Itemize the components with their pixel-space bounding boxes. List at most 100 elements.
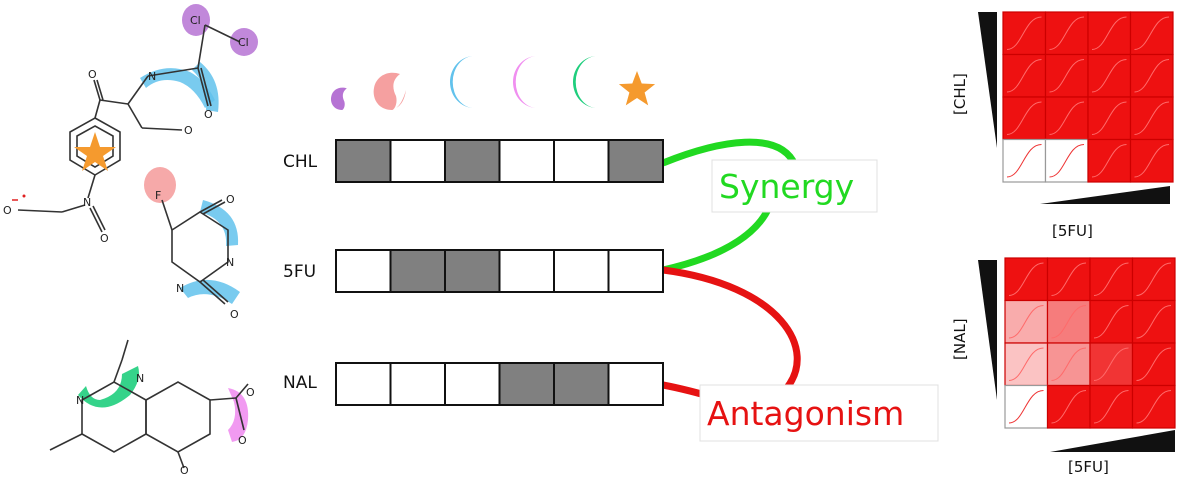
- purple-drop-icon: [330, 87, 347, 110]
- heatmap-grid: [1002, 11, 1174, 183]
- chl-5fu-heatmap: [CHL] [5FU]: [951, 11, 1174, 240]
- heatmap-cell: [1044, 53, 1089, 98]
- chl-atom-n2: N: [83, 196, 91, 209]
- heatmap-cell: [1002, 53, 1047, 98]
- fingerprint-cell: [444, 249, 501, 293]
- fingerprint-cell: [607, 249, 664, 293]
- antagonism-link: [662, 266, 801, 393]
- dose-response-curve: [1049, 101, 1085, 135]
- fingerprint-cell: [553, 362, 610, 406]
- dose-response-curve: [1051, 262, 1087, 296]
- heatmap-cell: [1087, 53, 1132, 98]
- heatmap-cell: [1002, 138, 1047, 183]
- dose-response-curve: [1134, 16, 1170, 50]
- orange-star-icon: [618, 71, 656, 106]
- nal-atom-n2: N: [136, 372, 144, 385]
- nal-5fu-heatmap: [NAL] [5FU]: [951, 257, 1176, 476]
- heatmap-cell: [1004, 257, 1049, 302]
- heatmap-ylabel-nal: [NAL]: [951, 318, 969, 360]
- purple-highlight: [182, 4, 210, 36]
- dose-response-curve: [1093, 305, 1129, 339]
- dose-response-curve: [1049, 144, 1085, 178]
- nal-molecule: N N O O O: [49, 339, 255, 477]
- heatmap-cell: [1131, 257, 1176, 302]
- heatmap-cell: [1087, 138, 1132, 183]
- dose-response-curve: [1008, 305, 1044, 339]
- heatmap-cell: [1046, 342, 1091, 387]
- heatmap-cell: [1044, 96, 1089, 141]
- chl-atom-cl1: Cl: [190, 14, 201, 27]
- fingerprint-cell: [553, 249, 610, 293]
- heatmap-cell: [1089, 342, 1134, 387]
- dose-response-curve: [1093, 262, 1129, 296]
- synergy-link: [661, 138, 799, 167]
- dose-response-curve: [1134, 101, 1170, 135]
- antagonism-label: Antagonism: [707, 394, 904, 433]
- heatmap-cell-bg: [1005, 343, 1048, 386]
- heatmap-cell: [1002, 11, 1047, 56]
- dose-response-curve: [1051, 347, 1087, 381]
- heatmap-cell: [1046, 299, 1091, 344]
- green-highlight: [78, 366, 139, 408]
- antagonism-box: Antagonism: [699, 384, 939, 442]
- dose-response-curve: [1008, 390, 1044, 424]
- heatmap-cell: [1044, 138, 1089, 183]
- fingerprint-bar-5fu: [335, 249, 664, 293]
- fingerprint-cell: [498, 249, 555, 293]
- heatmap-cell: [1004, 299, 1049, 344]
- fingerprint-cell: [498, 139, 555, 183]
- 5fu-atom-o1: O: [226, 193, 235, 206]
- dose-response-curve: [1006, 16, 1042, 50]
- heatmap-cell: [1089, 257, 1134, 302]
- chl-gradient-wedge: [978, 12, 997, 148]
- heatmap-cell-bg: [1005, 300, 1048, 343]
- dose-response-curve: [1049, 59, 1085, 93]
- heatmap-xlabel-5fu: [5FU]: [1068, 458, 1109, 476]
- dose-response-curve: [1006, 144, 1042, 178]
- heatmap-cell: [1129, 138, 1174, 183]
- nal-atom-o1: O: [246, 386, 255, 399]
- dose-response-curve: [1093, 347, 1129, 381]
- heatmap-cell: [1087, 11, 1132, 56]
- 5fu-atom-f: F: [155, 189, 161, 202]
- dose-response-curve: [1136, 390, 1172, 424]
- dose-response-curve: [1006, 59, 1042, 93]
- purple-highlight: [230, 28, 258, 56]
- green-crescent-icon: [573, 56, 597, 108]
- nal-gradient-wedge: [978, 260, 997, 400]
- dose-response-curve: [1091, 144, 1127, 178]
- dose-response-curve: [1134, 59, 1170, 93]
- svg-text:O: O: [100, 232, 109, 245]
- fingerprint-cell: [444, 139, 501, 183]
- fingerprint-bar-nal: [335, 362, 664, 406]
- chl-molecule: O N Cl Cl O O O N O: [3, 4, 258, 245]
- blue-highlight: [200, 200, 239, 246]
- heatmap-cell: [1004, 384, 1049, 429]
- heatmap-cell: [1004, 342, 1049, 387]
- heatmap-cell-bg: [1045, 139, 1088, 182]
- heatmap-cell: [1131, 384, 1176, 429]
- heatmap-cell: [1129, 96, 1174, 141]
- drug-label-chl: CHL: [283, 152, 318, 172]
- 5fu-atom-n2: N: [176, 282, 184, 295]
- feature-legend: [330, 56, 656, 110]
- blue-highlight: [140, 68, 215, 108]
- dose-response-curve: [1136, 262, 1172, 296]
- dose-response-curve: [1136, 347, 1172, 381]
- 5fu-atom-o2: O: [230, 308, 239, 321]
- heatmap-cell: [1129, 11, 1174, 56]
- fingerprint-cell: [335, 362, 392, 406]
- drug-label-5fu: 5FU: [283, 262, 316, 282]
- dose-response-curve: [1136, 305, 1172, 339]
- chl-atom-o1: O: [88, 68, 97, 81]
- 5fu-atom-n1: N: [226, 256, 234, 269]
- 5fu-gradient-wedge: [1050, 430, 1175, 452]
- heatmap-cell: [1046, 257, 1091, 302]
- heatmap-grid: [1004, 257, 1176, 429]
- heatmap-cell-bg: [1005, 385, 1048, 428]
- heatmap-cell: [1046, 384, 1091, 429]
- heatmap-cell-bg: [1003, 139, 1046, 182]
- synergy-link: [662, 203, 774, 274]
- nal-atom-o2: O: [238, 434, 247, 447]
